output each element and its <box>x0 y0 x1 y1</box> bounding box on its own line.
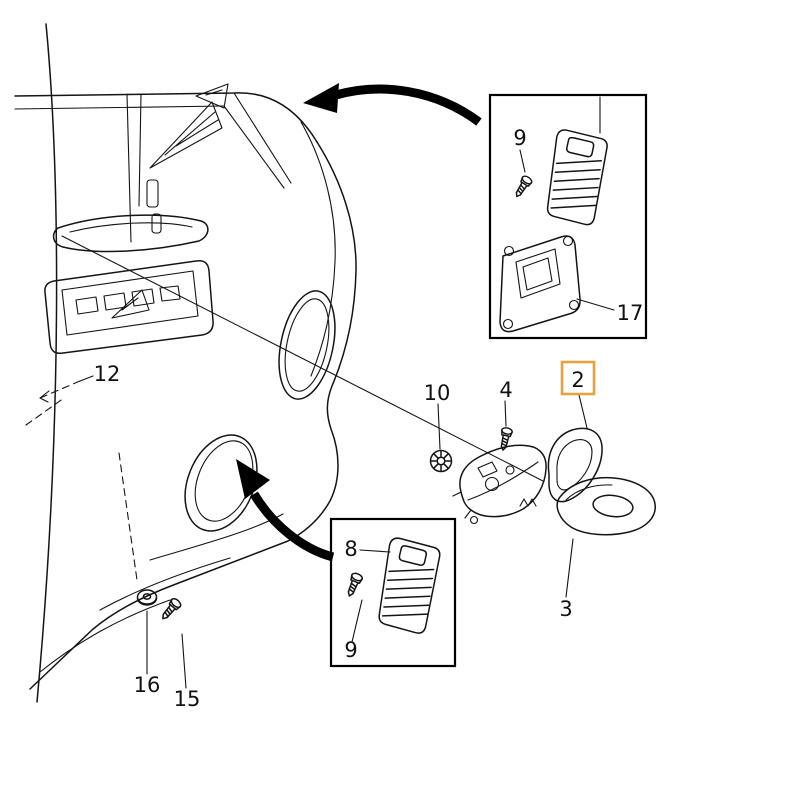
part-12-callout: 12 <box>25 362 121 426</box>
star-washer-drawing <box>429 449 453 473</box>
handle-bezel-drawing <box>547 427 603 503</box>
fastener-16-washer: 16 <box>134 589 161 697</box>
reference-arrow-top <box>303 83 482 126</box>
inset-top-border <box>488 93 648 340</box>
part-17-label[interactable]: 17 <box>617 301 644 325</box>
reference-arrow-bottom <box>236 459 335 562</box>
arrow-head-top <box>303 83 339 113</box>
grille-drawing <box>545 128 610 227</box>
direction-arrow-marks <box>111 83 229 319</box>
part-9-bottom-label[interactable]: 9 <box>344 638 357 662</box>
screw-drawing <box>343 571 365 599</box>
inset-bottom-border <box>329 517 457 668</box>
window-switch-panel <box>44 259 214 355</box>
pillar-lines <box>126 93 142 243</box>
part-3-callout: 3 <box>559 538 574 621</box>
part-10-callout: 10 <box>424 381 451 450</box>
bracket-17-drawing <box>499 235 581 333</box>
mirror-corner-lines <box>223 92 292 189</box>
fastener-15-screw: 15 <box>157 596 201 711</box>
trim-detail-rect-1 <box>146 179 159 208</box>
screw-drawing <box>511 173 534 200</box>
part-2-highlight-box <box>560 360 596 396</box>
washer-drawing <box>136 589 158 606</box>
part-2-label: 2 <box>571 368 584 392</box>
armrest-pull-cup <box>52 214 209 253</box>
handle-housing-drawing <box>452 444 547 525</box>
handle-assembly <box>429 426 656 536</box>
door-outer-body-curve <box>36 23 58 703</box>
handle-lever-drawing <box>556 476 656 536</box>
lower-dashed-leader <box>118 452 138 581</box>
part-12-label[interactable]: 12 <box>94 362 121 386</box>
inset-box-bottom: 8 9 <box>329 517 457 668</box>
window-sill-line <box>14 105 225 110</box>
part-10-label[interactable]: 10 <box>424 381 451 405</box>
lower-contour-lines <box>39 513 284 673</box>
part-9-top-label[interactable]: 9 <box>513 126 526 150</box>
assembly-leader-line <box>61 235 544 482</box>
arrow-head-bottom <box>236 459 270 499</box>
part-3-label[interactable]: 3 <box>559 597 572 621</box>
inset-box-top-right: 9 17 <box>488 93 648 340</box>
inner-contour-line <box>300 121 336 377</box>
part-15-label[interactable]: 15 <box>174 687 201 711</box>
part-4-callout: 4 <box>499 378 513 427</box>
door-trim-outline <box>14 92 357 690</box>
screw-drawing <box>157 596 184 623</box>
part-8-label[interactable]: 8 <box>344 537 357 561</box>
part-16-label[interactable]: 16 <box>134 673 161 697</box>
door-panel-drawing <box>14 23 357 703</box>
part-2-callout[interactable]: 2 <box>560 360 596 429</box>
speaker-oval <box>278 290 336 400</box>
part-4-label[interactable]: 4 <box>499 378 512 402</box>
